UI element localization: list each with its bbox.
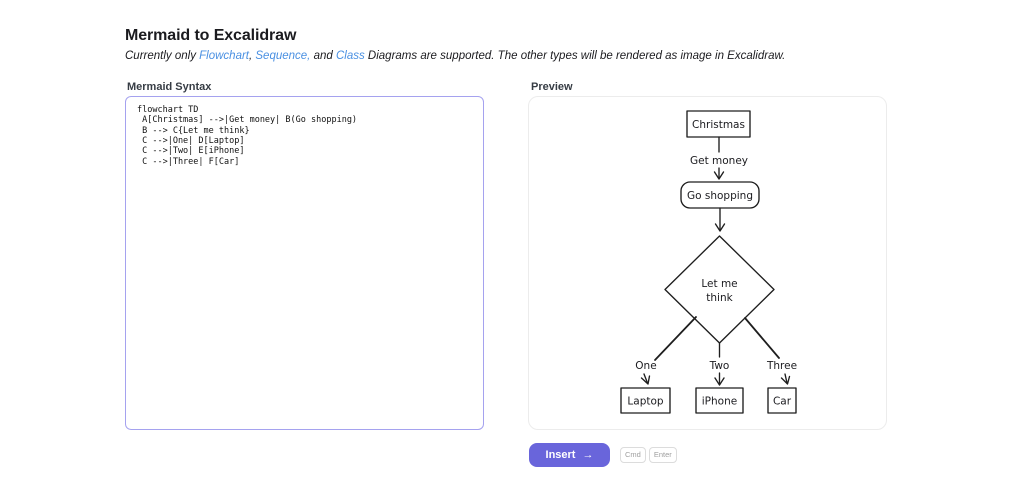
svg-text:iPhone: iPhone [702,396,737,408]
node-laptop: Laptop [620,387,671,414]
page-title: Mermaid to Excalidraw [125,27,297,44]
svg-text:Two: Two [709,360,730,372]
svg-text:Go shopping: Go shopping [687,190,753,202]
supported-diagrams-note: Currently only Flowchart, Sequence, and … [125,50,785,62]
node-decision: Let me think [664,235,775,344]
link-class[interactable]: Class [335,50,365,62]
edge-get-money: Get money [690,136,748,180]
node-iphone: iPhone [695,387,744,414]
mermaid-syntax-label: Mermaid Syntax [127,81,212,93]
shortcut-hint: Cmd Enter [620,447,677,463]
svg-text:One: One [635,360,656,372]
dialog-footer: Insert → Cmd Enter [529,443,677,467]
edge-to-decision [714,207,726,232]
edge-three: Three [744,317,797,385]
svg-text:think: think [706,292,733,304]
svg-text:Get money: Get money [690,155,748,167]
svg-text:Car: Car [773,396,792,408]
insert-button-label: Insert [545,449,576,461]
node-christmas: Christmas [686,110,751,138]
svg-text:Christmas: Christmas [692,119,745,131]
subtitle-text: Diagrams are supported. The other types … [364,50,786,62]
preview-panel: Christmas Get money Go shopping [528,96,887,430]
subtitle-text: and [310,50,336,62]
svg-text:Laptop: Laptop [627,396,663,408]
link-sequence[interactable]: Sequence, [255,50,311,62]
mermaid-syntax-input[interactable]: flowchart TD A[Christmas] -->|Get money|… [125,96,484,430]
node-car: Car [767,387,797,414]
kbd-enter: Enter [648,447,677,463]
svg-text:Three: Three [766,360,797,372]
subtitle-text: , [249,50,256,62]
node-go-shopping: Go shopping [680,181,760,209]
kbd-cmd: Cmd [620,447,646,463]
edge-one: One [635,316,697,385]
insert-button[interactable]: Insert → [529,443,610,467]
svg-text:Let me: Let me [701,278,737,290]
link-flowchart[interactable]: Flowchart [199,50,249,62]
arrow-right-icon: → [582,449,594,461]
preview-label: Preview [531,81,573,93]
flowchart-diagram: Christmas Get money Go shopping [620,110,797,414]
edge-two: Two [709,342,730,386]
subtitle-text: Currently only [125,50,200,62]
